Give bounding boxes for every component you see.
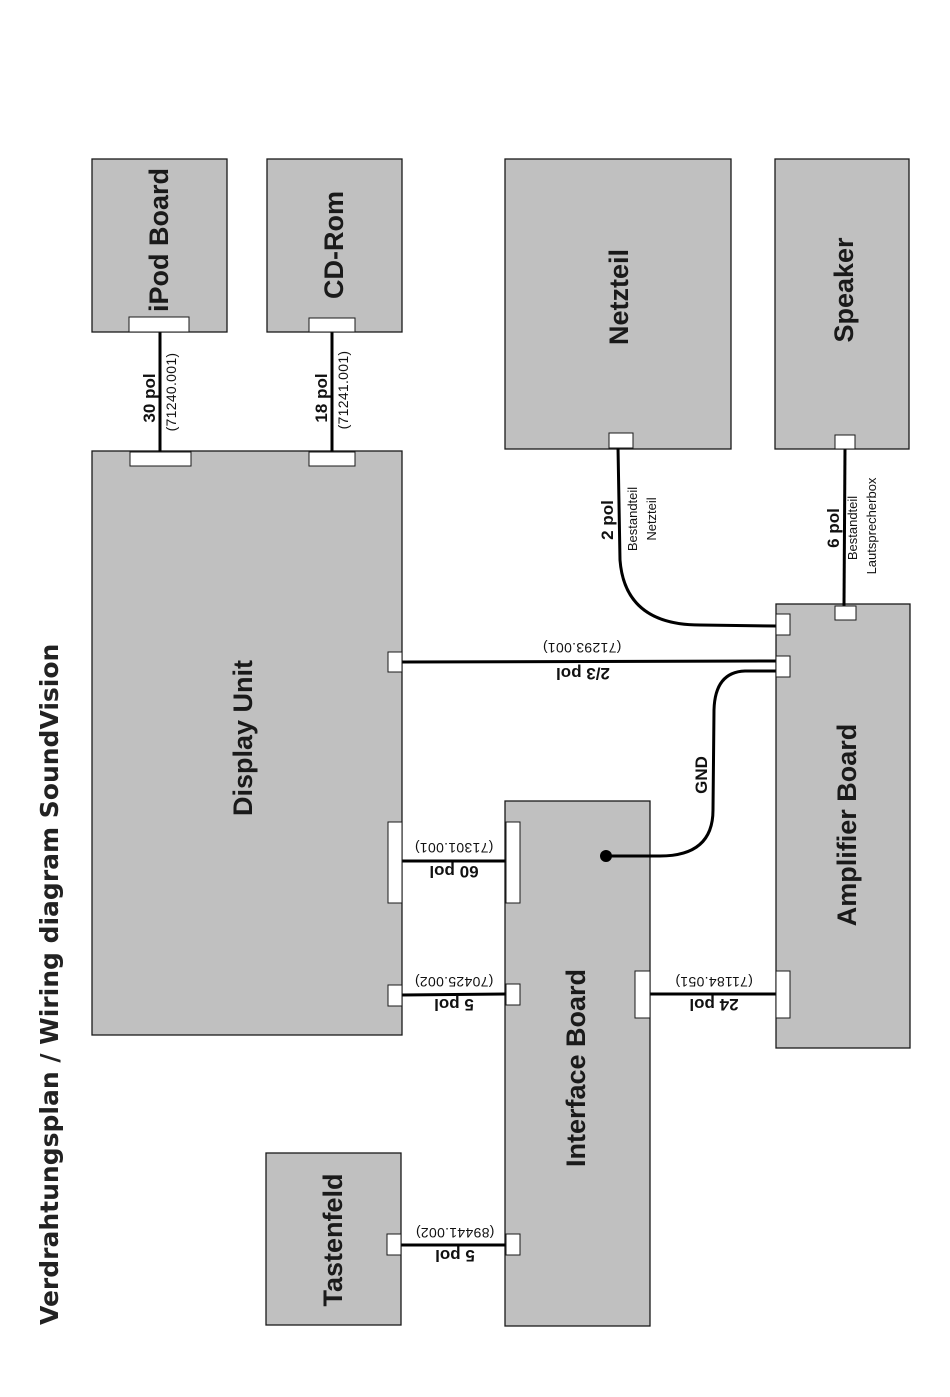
connector-cdrom-top [308,317,356,333]
netzteil-cable-note2: Netzteil [644,497,659,540]
ipod-cable-pins: 30 pol [140,373,159,422]
amplifier-board-label: Amplifier Board [832,724,862,927]
connector-interface-amp [634,970,651,1019]
tastenfeld: Tastenfeld [265,1152,402,1326]
interface-board: Interface Board [504,800,651,1327]
speaker-cable-note2: Lautsprecherbox [864,477,879,574]
gnd-label: GND [692,756,711,794]
display-unit-label: Display Unit [228,660,258,816]
connector-ipod-top [128,316,190,333]
interface-amp-part: (71184.051) [675,974,753,990]
speaker-cable-note1: Bestandteil [845,496,860,560]
display-amp-cable-pins: 2/3 pol [556,664,610,683]
connector-netzteil [608,432,634,449]
amplifier-board: Amplifier Board [775,603,911,1049]
wire-gnd [606,669,776,858]
cd-rom: CD-Rom [266,158,403,333]
wire-netzteil [616,446,777,628]
tastenfeld-label: Tastenfeld [318,1173,348,1306]
connector-tastenfeld [386,1233,402,1256]
connector-cdrom-display [308,451,356,467]
connector-amp-interface [775,970,791,1019]
connector-interface-60 [505,821,521,904]
tastenfeld-interface-part: (89441.002) [416,1225,495,1241]
display-interface-60-part: (71301.001) [415,840,494,856]
gnd-point [600,850,612,862]
interface-board-label: Interface Board [561,969,591,1167]
connector-amp-display [775,655,791,678]
tastenfeld-interface-pins: 5 pol [435,1246,475,1265]
display-amp-cable-part: (71293.001) [543,640,622,656]
cdrom-cable-pins: 18 pol [312,373,331,422]
netzteil-label: Netzteil [604,249,634,345]
speaker: Speaker [774,158,910,450]
speaker-label: Speaker [829,237,859,343]
wire-display-interface-5 [401,992,507,997]
netzteil-cable-pins: 2 pol [598,500,617,540]
display-unit: Display Unit [91,450,403,1036]
display-interface-5-part: (70425.002) [415,974,494,990]
connector-speaker [834,434,856,450]
netzteil: Netzteil [504,158,732,450]
ipod-board-label: iPod Board [144,168,174,312]
display-interface-60-pins: 60 pol [429,862,478,881]
cdrom-cable-part: (71241.001) [335,351,351,430]
netzteil-cable-note1: Bestandteil [625,487,640,551]
speaker-cable-pins: 6 pol [824,508,843,548]
connector-ipod-display [129,451,192,467]
interface-amp-pins: 24 pol [689,995,738,1014]
connector-display-amp [387,651,403,673]
wire-display-amp [401,659,777,664]
display-interface-5-pins: 5 pol [434,995,474,1014]
ipod-board: iPod Board [91,158,228,333]
diagram-title: Verdrahtungsplan / Wiring diagram SoundV… [35,644,64,1325]
connector-interface-tastenfeld [505,1233,521,1256]
wire-speaker [842,447,847,607]
cd-rom-label: CD-Rom [319,191,349,299]
connector-amp-speaker [834,605,857,621]
connector-interface-5 [505,983,521,1006]
connector-amp-netzteil [775,613,791,636]
ipod-cable-part: (71240.001) [163,353,179,432]
connector-display-5 [387,984,403,1007]
connector-display-60 [387,821,403,904]
